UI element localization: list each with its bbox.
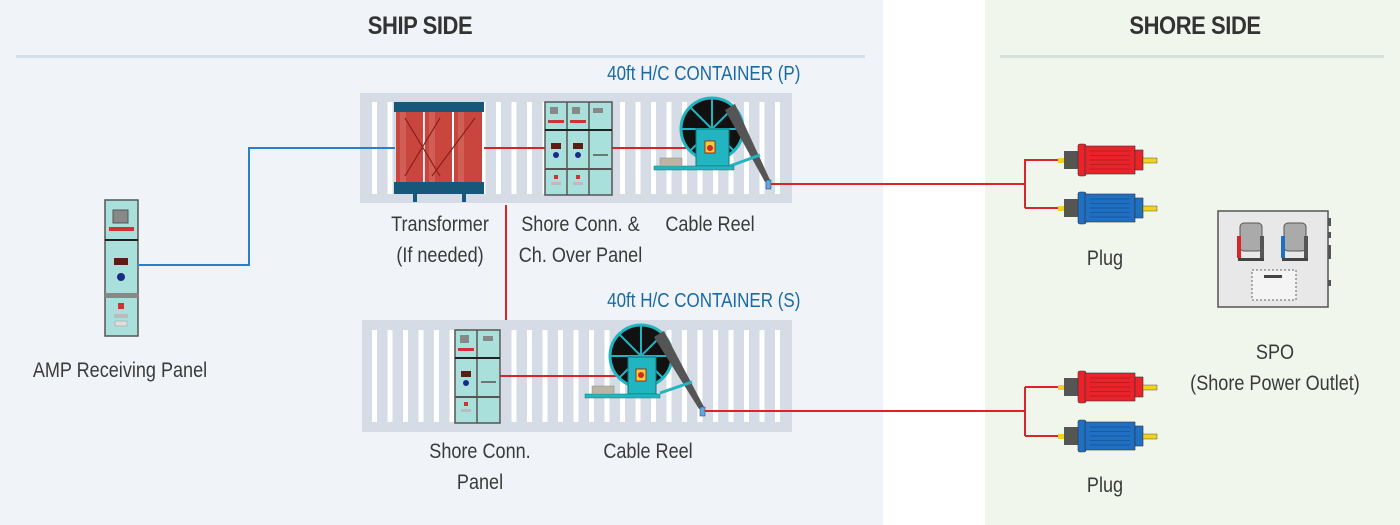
amp-receiving-panel-icon bbox=[104, 199, 139, 337]
container-slat bbox=[403, 330, 408, 422]
spo-label-line1: SPO bbox=[1255, 341, 1295, 364]
container-slat bbox=[480, 102, 486, 194]
container-slat bbox=[372, 330, 377, 422]
changeover-panel-label: Shore Conn. & Ch. Over Panel bbox=[514, 209, 647, 271]
cable-reel-p-label: Cable Reel bbox=[665, 213, 755, 236]
lv-cable-amp-to-transformer bbox=[139, 147, 395, 266]
blue-plug-icon bbox=[1058, 191, 1158, 225]
container-slat bbox=[434, 330, 439, 422]
transformer-label: Transformer (If needed) bbox=[384, 209, 496, 271]
cable-reel-icon bbox=[584, 323, 706, 417]
container-slat bbox=[775, 330, 780, 422]
transformer-label-line2: (If needed) bbox=[396, 244, 484, 267]
container-slat bbox=[697, 330, 703, 422]
transformer-label-line1: Transformer bbox=[391, 213, 489, 236]
spo-label: SPO (Shore Power Outlet) bbox=[1189, 337, 1361, 399]
shore-conn-panel-icon bbox=[454, 329, 501, 424]
hv-cable-reel-s-to-plug bbox=[704, 386, 1060, 437]
plug-bottom-label: Plug bbox=[1086, 474, 1124, 497]
blue-plug-icon bbox=[1058, 419, 1158, 453]
plug-top-label: Plug bbox=[1086, 247, 1124, 270]
container-s-label: 40ft H/C CONTAINER (S) bbox=[606, 290, 800, 312]
ship-side-panel bbox=[0, 0, 883, 525]
container-slat bbox=[713, 330, 718, 422]
container-slat bbox=[775, 102, 780, 194]
changeover-panel-label-line2: Ch. Over Panel bbox=[518, 244, 643, 267]
spo-label-line2: (Shore Power Outlet) bbox=[1190, 372, 1360, 395]
spo-icon bbox=[1217, 210, 1331, 308]
shore-conn-panel-label: Shore Conn. Panel bbox=[420, 436, 540, 498]
container-slat bbox=[418, 330, 424, 422]
container-slat bbox=[387, 330, 393, 422]
shore-side-panel bbox=[985, 0, 1400, 525]
shore-side-divider bbox=[1000, 55, 1384, 58]
plugs bbox=[1058, 143, 1158, 453]
shore-conn-panel-label-line2: Panel bbox=[456, 471, 504, 494]
container-p-label: 40ft H/C CONTAINER (P) bbox=[606, 63, 800, 85]
ship-side-divider bbox=[16, 55, 865, 58]
changeover-panel-label-line1: Shore Conn. & bbox=[521, 213, 640, 236]
container-slat bbox=[728, 330, 734, 422]
container-slat bbox=[666, 330, 672, 422]
cable-reel-s-label: Cable Reel bbox=[603, 440, 693, 463]
red-plug-icon bbox=[1058, 370, 1158, 404]
container-slat bbox=[759, 330, 765, 422]
shore-side-title: SHORE SIDE bbox=[1129, 12, 1261, 40]
ship-side-title: SHIP SIDE bbox=[367, 12, 473, 40]
red-plug-icon bbox=[1058, 143, 1158, 177]
shore-conn-panel-label-line1: Shore Conn. bbox=[429, 440, 531, 463]
hv-cable-reel-p-to-plug-branch bbox=[770, 159, 1060, 209]
container-slat bbox=[744, 330, 749, 422]
amp-receiving-panel-label: AMP Receiving Panel bbox=[32, 359, 208, 382]
cable-reel-icon bbox=[653, 96, 772, 190]
container-slat bbox=[449, 330, 455, 422]
transformer-icon bbox=[394, 102, 484, 202]
hv-cable-reel-p-to-plug bbox=[770, 159, 1060, 185]
shore-conn-changeover-panel-icon bbox=[544, 101, 613, 196]
container-slat bbox=[759, 102, 765, 194]
